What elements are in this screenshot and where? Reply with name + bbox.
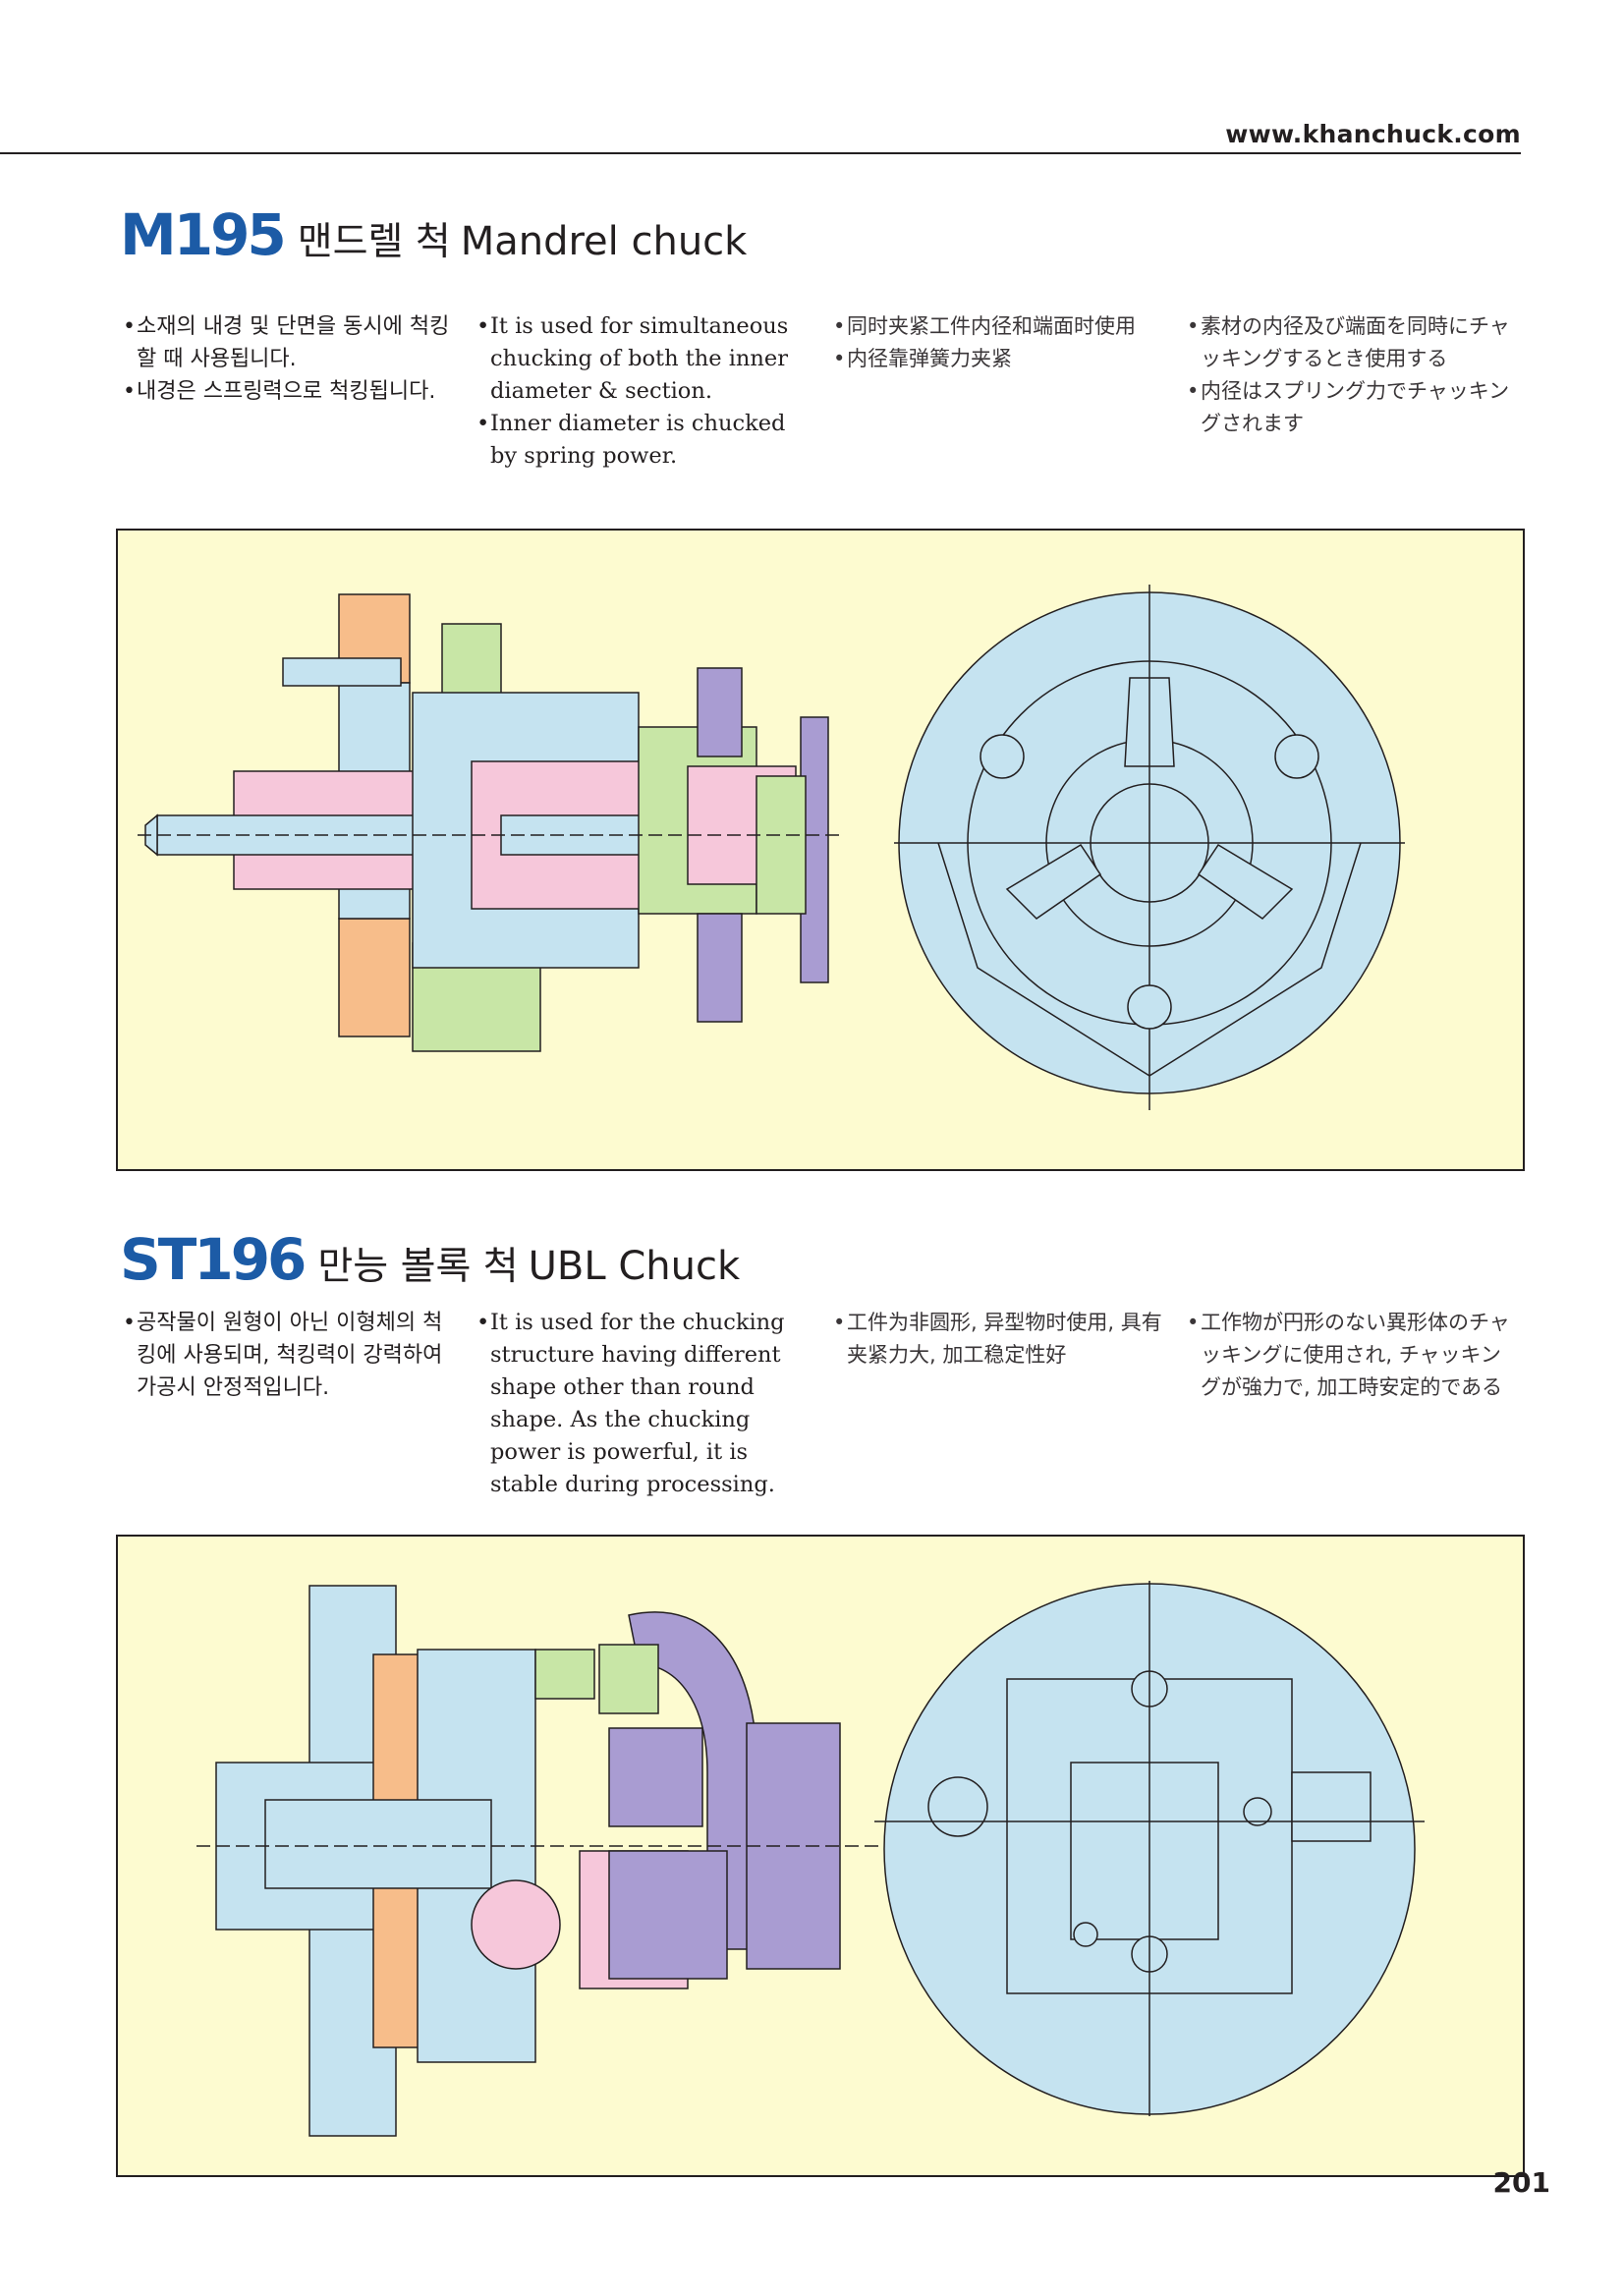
product-name-ko: 만능 볼록 척 — [317, 1245, 519, 1289]
desc-ko-item: 내경은 스프링력으로 척킹됩니다. — [123, 375, 462, 408]
desc-jp-item: 工作物が円形のない異形体のチャッキングに使用され, チャッキングが強力で, 加工… — [1187, 1307, 1516, 1404]
desc-cn-item: 内径靠弹簧力夹紧 — [833, 343, 1172, 375]
part-green-block — [534, 1649, 595, 1700]
drawing-panel-st196 — [116, 1535, 1525, 2177]
desc-en-item: It is used for the chucking structure ha… — [476, 1307, 801, 1501]
front-polygon-edge — [937, 842, 1362, 1077]
product-name-ko: 맨드렐 척 — [297, 220, 451, 264]
desc-ko-item: 소재의 내경 및 단면을 동시에 척킹 할 때 사용됩니다. — [123, 310, 462, 375]
part-green-nose — [756, 775, 807, 915]
part-orange-flange-bottom — [338, 918, 411, 1037]
desc-cn-item: 工件为非圆形, 异型物时使用, 具有夹紧力大, 加工稳定性好 — [833, 1307, 1172, 1372]
desc-cn: 工件为非圆形, 异型物时使用, 具有夹紧力大, 加工稳定性好 — [833, 1307, 1172, 1372]
page-number: 201 — [1492, 2166, 1550, 2199]
desc-ko-item: 공작물이 원형이 아닌 이형체의 척킹에 사용되며, 척킹력이 강력하여 가공시… — [123, 1307, 462, 1404]
part-green-jaw-face — [598, 1644, 659, 1714]
part-purple-top — [697, 667, 743, 757]
front-hole — [1073, 1922, 1098, 1947]
part-pink-knob — [471, 1879, 561, 1970]
front-hole — [1243, 1797, 1272, 1826]
front-jaw-left — [1005, 843, 1102, 920]
product-code: ST196 — [120, 1226, 307, 1293]
front-left-clamp — [927, 1776, 988, 1837]
desc-jp: 工作物が円形のない異形体のチャッキングに使用され, チャッキングが強力で, 加工… — [1187, 1307, 1516, 1404]
product-code: M195 — [120, 201, 287, 268]
part-blue-bolt — [282, 657, 402, 687]
drawing-panel-m195 — [116, 529, 1525, 1171]
desc-cn-item: 同时夹紧工件内径和端面时使用 — [833, 310, 1172, 343]
desc-ko: 소재의 내경 및 단면을 동시에 척킹 할 때 사용됩니다. 내경은 스프링력으… — [123, 310, 462, 408]
product-name-en: Mandrel chuck — [460, 219, 748, 264]
st196-technical-drawing — [196, 1581, 1425, 2137]
desc-jp-item: 素材の内径及び端面を同時にチャッキングするとき使用する — [1187, 310, 1516, 375]
desc-en-item: It is used for simultaneous chucking of … — [476, 310, 801, 408]
front-right-jaw — [1291, 1771, 1372, 1842]
part-purple-bottom — [697, 913, 743, 1023]
m195-technical-drawing — [138, 585, 1405, 1110]
desc-en: It is used for the chucking structure ha… — [476, 1307, 801, 1501]
front-center-block — [1070, 1762, 1219, 1940]
bolt-hole — [1274, 734, 1319, 779]
bolt-hole — [1127, 984, 1172, 1030]
bolt-hole — [980, 734, 1025, 779]
product-name-en: UBL Chuck — [528, 1244, 741, 1289]
header-rule — [0, 152, 1521, 154]
desc-jp-item: 内径はスプリング力でチャッキングされます — [1187, 375, 1516, 440]
header-site-url[interactable]: www.khanchuck.com — [1225, 120, 1521, 148]
desc-en-item: Inner diameter is chucked by spring powe… — [476, 408, 801, 473]
front-jaw-right — [1197, 843, 1294, 920]
part-blue-stem — [264, 1799, 492, 1889]
part-purple-jaw-bottom — [608, 1850, 728, 1980]
desc-en: It is used for simultaneous chucking of … — [476, 310, 801, 473]
desc-jp: 素材の内径及び端面を同時にチャッキングするとき使用する 内径はスプリング力でチャ… — [1187, 310, 1516, 440]
desc-ko: 공작물이 원형이 아닌 이형체의 척킹에 사용되며, 척킹력이 강력하여 가공시… — [123, 1307, 462, 1404]
desc-cn: 同时夹紧工件内径和端面时使用 内径靠弹簧力夹紧 — [833, 310, 1172, 375]
part-purple-jaw-top — [608, 1727, 703, 1827]
